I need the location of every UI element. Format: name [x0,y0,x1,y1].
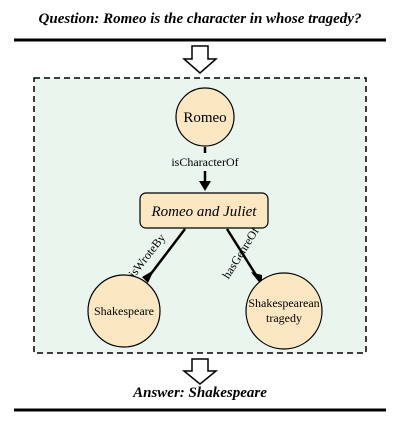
edge-label-bg [160,153,250,171]
question-text: Question: Romeo is the character in whos… [38,11,362,27]
node-shakespearean-tragedy [245,272,323,350]
node-romeo-label: Romeo [183,110,226,126]
arrowhead-icon [199,181,211,191]
node-shakespeare [87,274,161,348]
node-romeo [175,87,235,147]
node-romeo-and-juliet-label: Romeo and Juliet [151,204,258,220]
node-tragedy-label-line2: tragedy [266,311,302,325]
edge-is-wrote-by [149,228,186,276]
down-arrow-top-icon [182,45,218,74]
node-shakespeare-label: Shakespeare [94,304,154,318]
node-tragedy-label-line1: Shakespearean [248,296,319,310]
down-arrow-bottom-icon [181,358,219,385]
arrowhead-icon [142,270,154,283]
edge-has-genre-of [225,228,258,276]
edge-label-is-character-of: isCharacterOf [171,155,238,169]
answer-text: Answer: Shakespeare [133,385,267,401]
node-romeo-and-juliet [139,192,269,229]
